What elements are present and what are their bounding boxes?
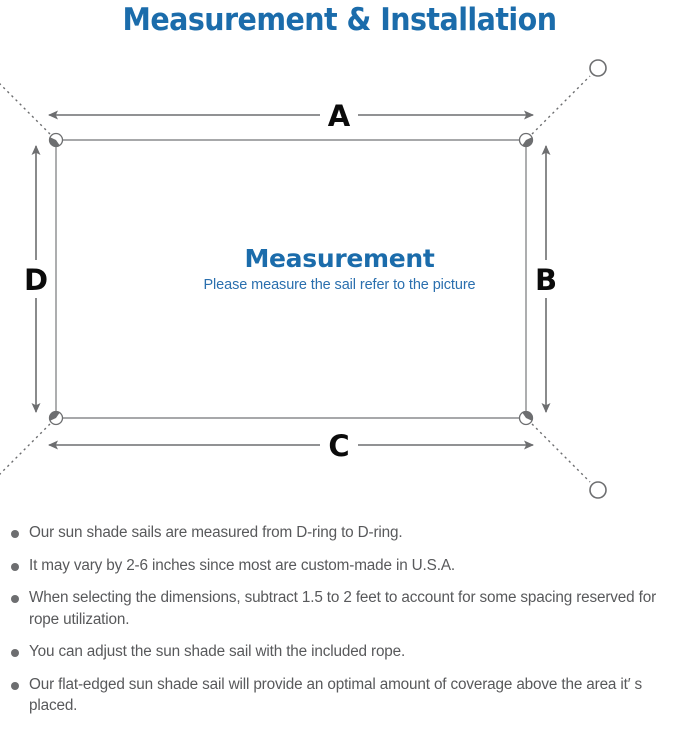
bullet-icon <box>11 681 19 690</box>
bullet-icon <box>11 562 19 571</box>
d-ring-top-left <box>48 132 64 148</box>
list-item: Our sun shade sails are measured from D-… <box>0 522 679 544</box>
dimension-label-d: D <box>24 263 48 297</box>
rope-bottom-left <box>0 423 51 475</box>
list-item: When selecting the dimensions, subtract … <box>0 587 679 630</box>
dimension-label-c: C <box>328 429 349 463</box>
anchor-point-top-right <box>589 59 607 77</box>
note-text: You can adjust the sun shade sail with t… <box>29 643 406 660</box>
list-item: Our flat-edged sun shade sail will provi… <box>0 674 679 717</box>
dimension-label-a: A <box>328 99 351 133</box>
sail-body <box>55 139 527 419</box>
note-text: Our sun shade sails are measured from D-… <box>29 524 403 541</box>
dimension-label-b: B <box>535 263 557 297</box>
bullet-icon <box>11 530 19 538</box>
list-item: You can adjust the sun shade sail with t… <box>0 641 679 663</box>
page-title: Measurement & Installation <box>122 2 557 38</box>
note-text: When selecting the dimensions, subtract … <box>29 589 657 628</box>
d-ring-top-right <box>518 132 534 148</box>
d-ring-bottom-right <box>518 410 534 426</box>
notes-list: Our sun shade sails are measured from D-… <box>0 522 679 728</box>
rope-bottom-right <box>531 423 591 483</box>
note-text: Our flat-edged sun shade sail will provi… <box>29 675 643 715</box>
note-text: It may vary by 2-6 inches since most are… <box>29 556 455 574</box>
bullet-icon <box>11 595 19 603</box>
d-ring-bottom-left <box>48 410 64 426</box>
rope-top-right <box>531 75 591 135</box>
rope-top-left <box>0 83 51 135</box>
bullet-icon <box>11 649 19 657</box>
list-item: It may vary by 2-6 inches since most are… <box>0 555 679 577</box>
anchor-point-bottom-right <box>589 481 607 499</box>
shade-sail-diagram: A C D B Measurement Please measure the s… <box>0 48 679 518</box>
diagram-svg: A C D B <box>0 59 607 499</box>
